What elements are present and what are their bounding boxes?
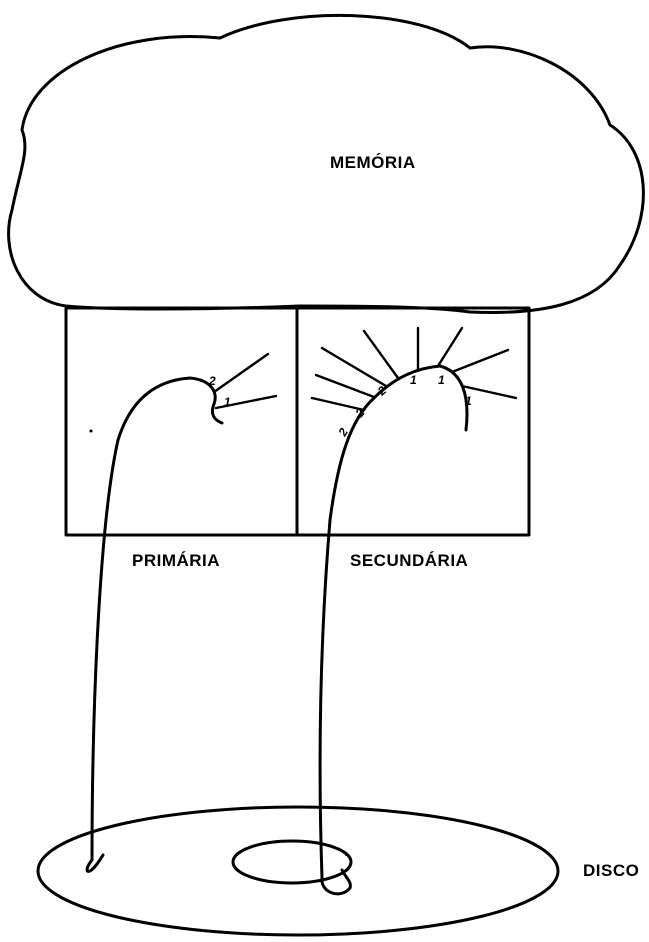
secondary-branch-1c bbox=[452, 350, 508, 372]
primary-branch-number: 2 bbox=[208, 374, 216, 388]
secondary-branch-2d bbox=[364, 331, 398, 378]
disk-outer-ellipse bbox=[38, 807, 558, 935]
memory-cloud bbox=[9, 15, 644, 312]
speck bbox=[345, 854, 347, 856]
disk-label: DISCO bbox=[583, 861, 639, 880]
secondary-pointer-curve bbox=[320, 366, 467, 894]
secondary-branch-number: 1 bbox=[465, 394, 472, 408]
primary-box bbox=[66, 308, 297, 535]
primary-pointer-curve bbox=[87, 378, 222, 871]
primary-label: PRIMÁRIA bbox=[132, 551, 220, 570]
secondary-label: SECUNDÁRIA bbox=[350, 551, 468, 570]
primary-branch-2 bbox=[214, 354, 268, 392]
secondary-branch-number: 1 bbox=[410, 373, 417, 387]
disk-inner-ellipse bbox=[233, 841, 351, 883]
primary-branch-number: 1 bbox=[224, 395, 231, 409]
secondary-branch-1b bbox=[438, 328, 462, 366]
secondary-branch-number: 1 bbox=[438, 373, 445, 387]
memory-label: MEMÓRIA bbox=[330, 153, 416, 172]
speck bbox=[90, 430, 93, 433]
secondary-branch-2b bbox=[316, 375, 374, 397]
